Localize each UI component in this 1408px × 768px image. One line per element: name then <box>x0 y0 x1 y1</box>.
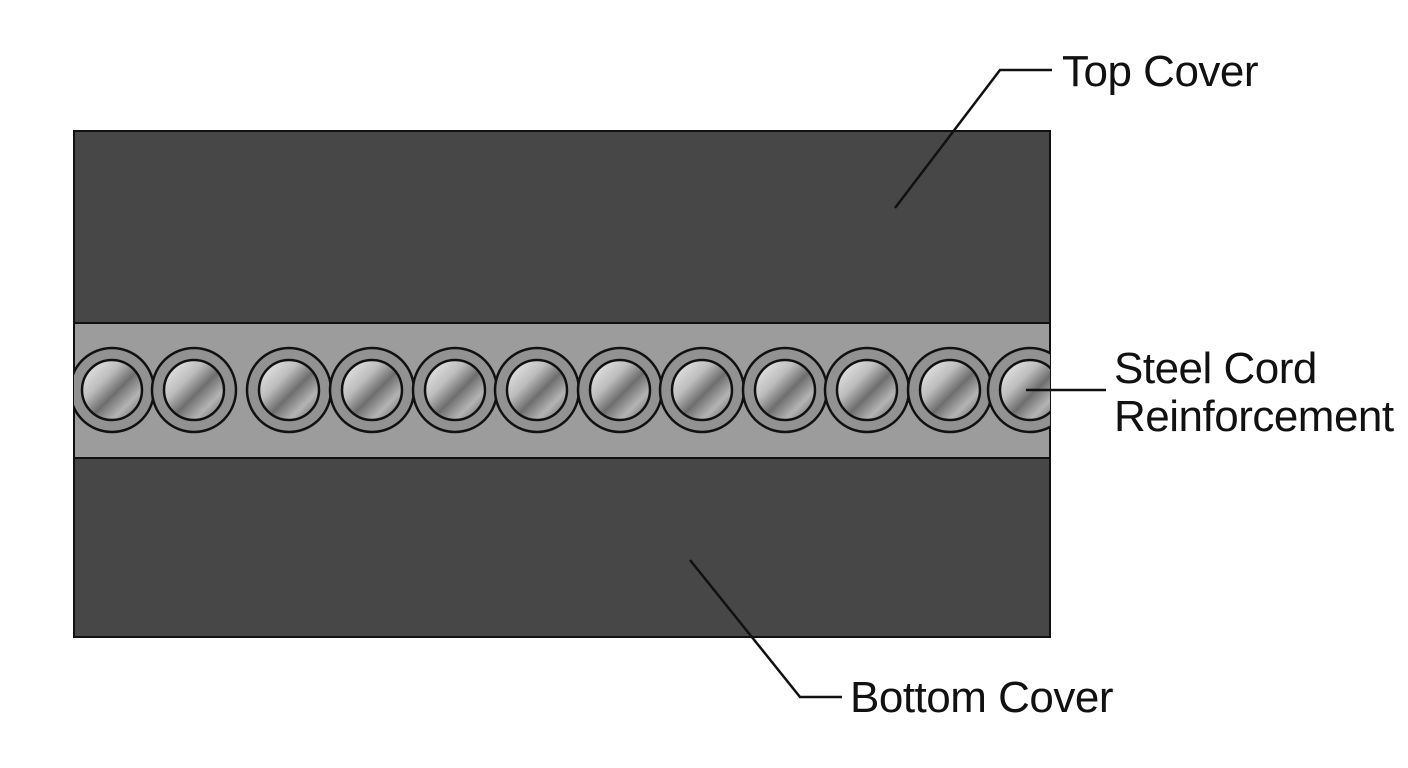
top-cover-layer <box>73 130 1051 324</box>
cord-steel-core <box>998 358 1050 422</box>
steel-cord-group <box>74 346 1050 434</box>
top-cover-leader-line <box>894 68 1052 209</box>
steel-cord <box>328 346 416 434</box>
steel-cord <box>74 346 156 434</box>
cord-steel-core <box>257 358 321 422</box>
cord-steel-core <box>753 358 817 422</box>
cord-steel-core <box>423 358 487 422</box>
cord-steel-core <box>588 358 652 422</box>
cord-steel-core <box>835 358 899 422</box>
steel-cord-label-line2: Reinforcement <box>1114 392 1394 441</box>
cord-steel-core <box>505 358 569 422</box>
steel-cord <box>150 346 238 434</box>
steel-cord <box>411 346 499 434</box>
cord-steel-core <box>670 358 734 422</box>
cord-steel-core <box>80 358 144 422</box>
cord-steel-core <box>162 358 226 422</box>
bottom-cover-label: Bottom Cover <box>850 673 1113 722</box>
steel-cord <box>741 346 829 434</box>
top-cover-label: Top Cover <box>1062 47 1258 96</box>
steel-cord <box>658 346 746 434</box>
cord-steel-core <box>340 358 404 422</box>
bottom-cover-leader-line <box>689 559 842 699</box>
steel-cord <box>576 346 664 434</box>
cord-steel-core <box>918 358 982 422</box>
steel-cord <box>493 346 581 434</box>
bottom-cover-layer <box>73 457 1051 638</box>
steel-cord <box>986 346 1050 434</box>
steel-cord <box>245 346 333 434</box>
steel-cord <box>906 346 994 434</box>
steel-cord-label-line1: Steel Cord <box>1114 344 1317 393</box>
steel-cord <box>823 346 911 434</box>
